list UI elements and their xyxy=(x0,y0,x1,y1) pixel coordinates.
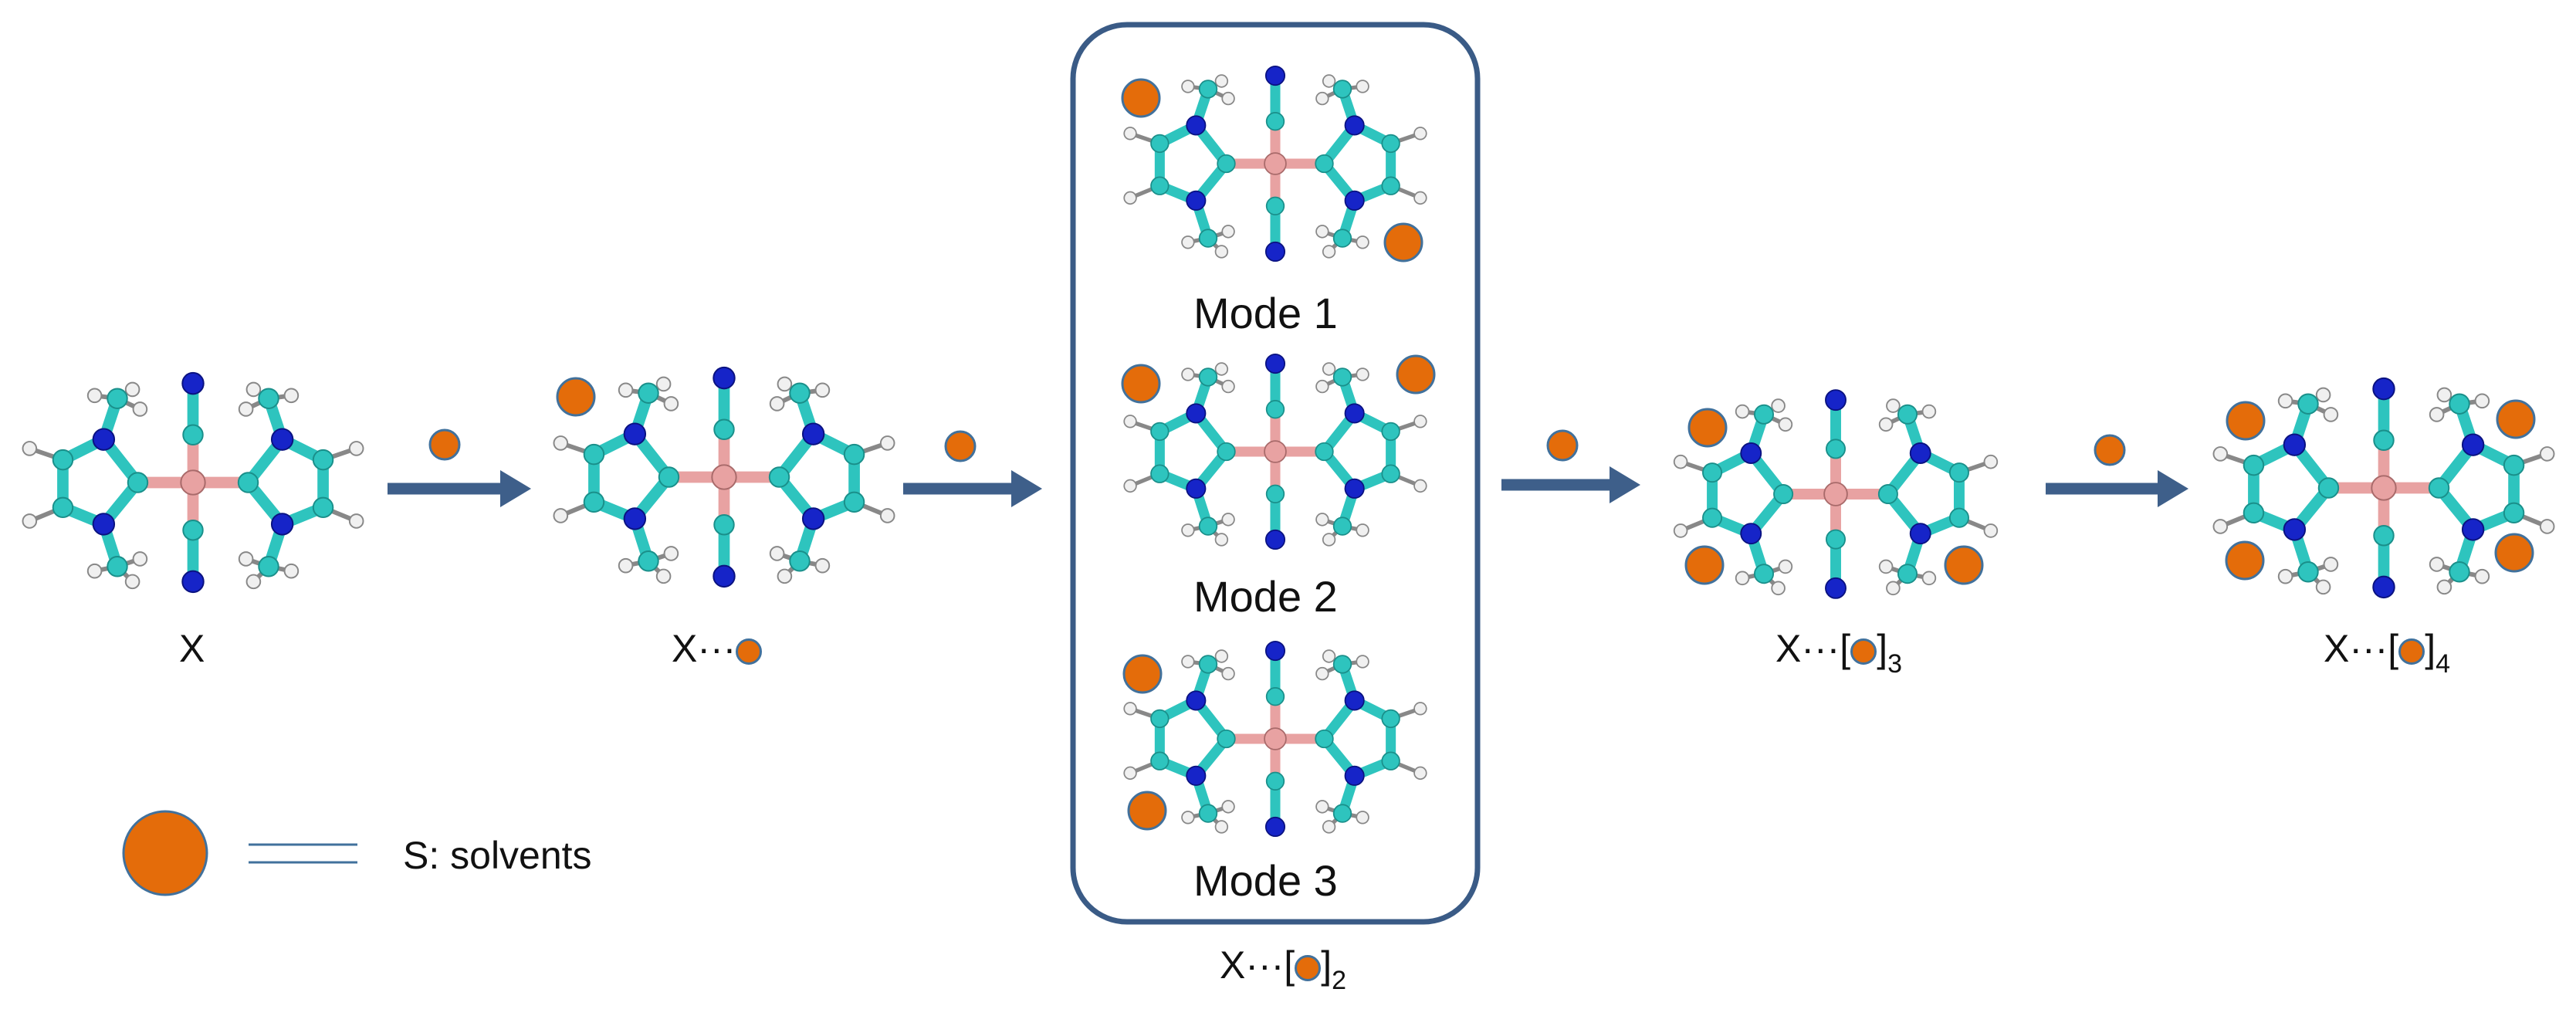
label-x-s2: X···[]2 xyxy=(1220,943,1347,995)
label-x-s1: X··· xyxy=(672,629,763,668)
x-s3-molecule xyxy=(1673,389,1999,599)
label-x: X xyxy=(179,627,205,670)
mode-1-solvent-1 xyxy=(1121,78,1161,118)
x-s3-solvent-1 xyxy=(1687,408,1728,448)
mode-3-molecule xyxy=(1123,640,1427,838)
legend-label: S: solvents xyxy=(403,834,592,877)
mode-2-molecule xyxy=(1123,353,1427,550)
mode-2-solvent-1 xyxy=(1121,364,1161,404)
legend-solvent-icon xyxy=(122,810,208,896)
reaction-arrow-2 xyxy=(903,470,1042,507)
mode-1-label: Mode 1 xyxy=(1193,289,1338,337)
x-s3-solvent-3 xyxy=(1944,545,1984,585)
solvent-added-1 xyxy=(428,428,461,461)
x-s3-solvent-2 xyxy=(1684,545,1725,585)
x-s1-solvent-1 xyxy=(556,377,596,417)
mode-2-solvent-2 xyxy=(1396,354,1436,395)
mode-3-solvent-1 xyxy=(1122,654,1163,694)
x-s4-solvent-1 xyxy=(2226,401,2266,441)
label-x-s3: X···[]3 xyxy=(1775,627,1903,679)
solvent-added-3 xyxy=(1546,429,1579,462)
legend-equivalence-lines xyxy=(249,843,357,864)
solvent-glyph xyxy=(1295,955,1322,981)
solvent-glyph xyxy=(736,638,763,665)
mode-3-label: Mode 3 xyxy=(1193,856,1338,905)
solvent-glyph xyxy=(2398,638,2425,665)
mode-1-solvent-2 xyxy=(1383,222,1423,262)
reaction-arrow-4 xyxy=(2046,470,2188,507)
reaction-arrow-3 xyxy=(1501,466,1640,503)
modes-group-box xyxy=(1070,22,1481,925)
x-s4-solvent-4 xyxy=(2494,533,2534,573)
mode-2-label: Mode 2 xyxy=(1193,572,1338,621)
reaction-arrow-1 xyxy=(388,470,531,507)
x-molecule xyxy=(22,371,364,594)
mode-1-molecule xyxy=(1123,65,1427,262)
x-s4-molecule xyxy=(2212,377,2555,599)
mode-3-solvent-2 xyxy=(1127,791,1167,831)
x-s1-molecule xyxy=(553,366,895,588)
solvent-added-2 xyxy=(944,430,977,462)
solvent-glyph xyxy=(1850,638,1877,665)
label-x-s4: X···[]4 xyxy=(2324,627,2451,679)
x-s4-solvent-3 xyxy=(2496,399,2536,439)
x-s4-solvent-2 xyxy=(2225,540,2265,581)
solvent-added-4 xyxy=(2094,434,2126,466)
